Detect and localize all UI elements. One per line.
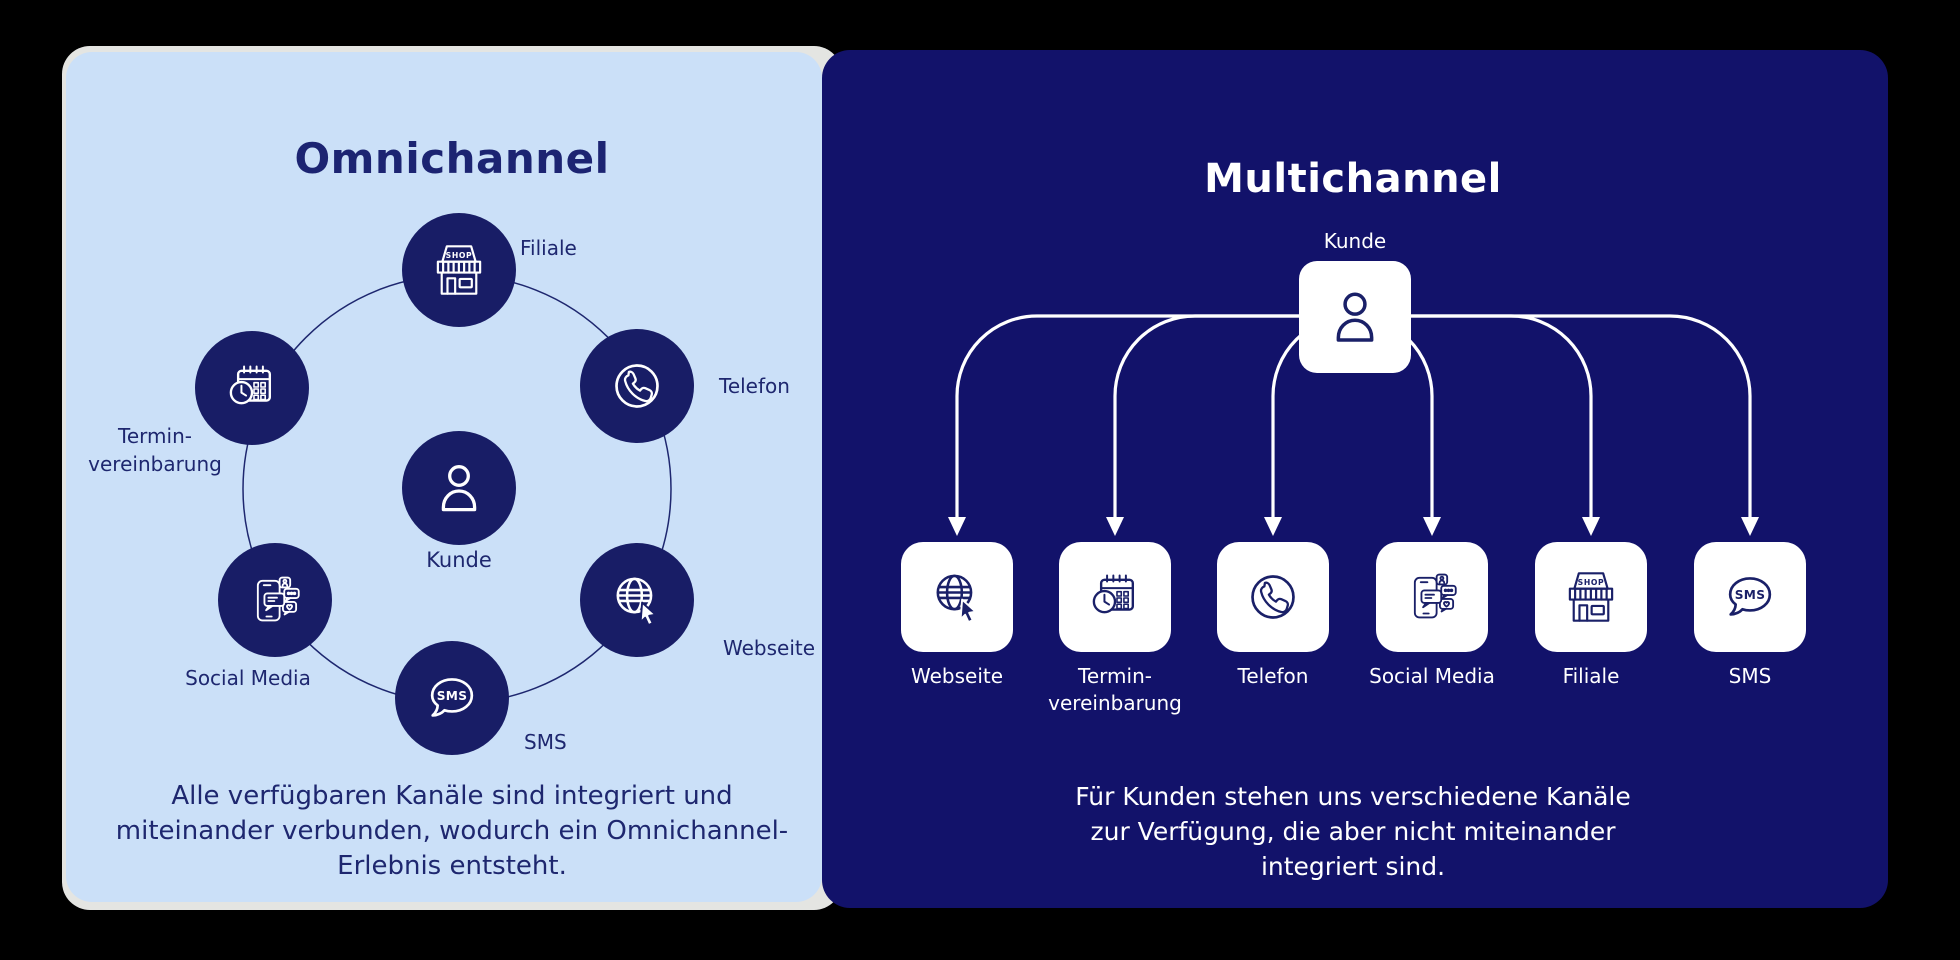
label-kunde-right: Kunde xyxy=(1323,229,1387,253)
sms-icon xyxy=(420,666,484,730)
description-line: integriert sind. xyxy=(1260,852,1446,881)
label-sms: SMS xyxy=(524,730,567,754)
channel-circle-termin xyxy=(195,331,309,445)
sms-icon xyxy=(1718,565,1782,629)
arrow-line-termin xyxy=(1113,314,1354,518)
arrowhead-social xyxy=(1423,517,1441,536)
label-filiale-right: Filiale xyxy=(1562,664,1620,688)
arrowhead-filiale xyxy=(1582,517,1600,536)
label-termin: Termin-vereinbarung xyxy=(88,424,222,476)
channel-card-telefon xyxy=(1217,542,1329,652)
calendar-clock-icon xyxy=(1082,564,1148,630)
channel-card-sms xyxy=(1694,542,1806,652)
channel-circle-telefon xyxy=(580,329,694,443)
multichannel-panel xyxy=(822,50,1888,908)
description-line: miteinander verbunden, wodurch ein Omnic… xyxy=(115,816,789,846)
globe-cursor-icon xyxy=(925,565,989,629)
globe-cursor-icon xyxy=(605,568,669,632)
calendar-clock-icon xyxy=(219,355,285,421)
description-line: zur Verfügung, die aber nicht miteinande… xyxy=(1090,817,1616,846)
omnichannel-description: Alle verfügbaren Kanäle sind integriert … xyxy=(82,779,822,884)
arrowhead-sms xyxy=(1741,517,1759,536)
label-social-media-right: Social Media xyxy=(1369,664,1495,688)
label-sms-right: SMS xyxy=(1728,664,1772,688)
label-kunde-left: Kunde xyxy=(426,548,492,572)
label-telefon-right: Telefon xyxy=(1237,664,1309,688)
label-telefon: Telefon xyxy=(719,374,790,398)
channel-card-webseite xyxy=(901,542,1013,652)
channel-circle-webseite xyxy=(580,543,694,657)
label-webseite-right: Webseite xyxy=(910,664,1004,688)
person-icon xyxy=(1323,285,1387,349)
arrow-line-webseite xyxy=(955,314,1354,518)
phone-icon xyxy=(605,354,669,418)
person-icon xyxy=(429,458,489,518)
description-line: Erlebnis entsteht. xyxy=(337,851,567,881)
arrow-line-sms xyxy=(1354,314,1752,518)
multichannel-description: Für Kunden stehen uns verschiedene Kanäl… xyxy=(1023,779,1683,884)
arrowhead-webseite xyxy=(948,517,966,536)
customer-circle xyxy=(402,431,516,545)
description-line: Für Kunden stehen uns verschiedene Kanäl… xyxy=(1075,782,1631,811)
channel-card-social-media xyxy=(1376,542,1488,652)
label-termin-right: Termin-vereinbarung xyxy=(1048,664,1182,715)
multichannel-title: Multichannel xyxy=(1204,156,1502,202)
channel-card-filiale xyxy=(1535,542,1647,652)
label-social-media: Social Media xyxy=(185,666,311,690)
shop-icon xyxy=(427,238,491,302)
channel-circle-sms xyxy=(395,641,509,755)
arrowhead-telefon xyxy=(1264,517,1282,536)
shop-icon xyxy=(1559,565,1623,629)
arrowhead-termin xyxy=(1106,517,1124,536)
description-line: Alle verfügbaren Kanäle sind integriert … xyxy=(171,781,733,811)
social-media-icon xyxy=(1399,564,1465,630)
social-media-icon xyxy=(242,567,308,633)
omnichannel-title: Omnichannel xyxy=(294,134,610,183)
label-filiale: Filiale xyxy=(520,236,577,260)
customer-card xyxy=(1299,261,1411,373)
channel-circle-filiale xyxy=(402,213,516,327)
channel-circle-social-media xyxy=(218,543,332,657)
channel-card-termin xyxy=(1059,542,1171,652)
phone-icon xyxy=(1241,565,1305,629)
label-webseite: Webseite xyxy=(723,636,816,660)
